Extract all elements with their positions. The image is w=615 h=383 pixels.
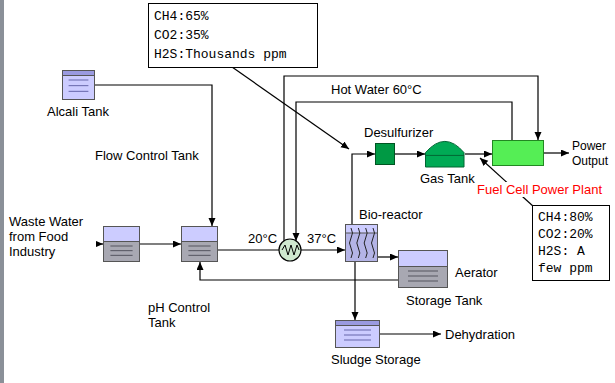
equipment-label: Storage Tank	[405, 293, 483, 308]
bio-shape	[345, 224, 378, 262]
tank-shape	[62, 70, 95, 100]
flow-connector	[140, 243, 181, 244]
gas-shape	[425, 140, 465, 168]
flow-connector	[354, 262, 355, 320]
source-label: Waste Water from Food Industry	[8, 214, 96, 259]
power-arrow	[544, 152, 569, 153]
tank-icon: Storage Tank	[398, 250, 448, 288]
equipment-label: Alcali Tank	[46, 104, 110, 119]
tank-shape	[335, 320, 380, 348]
temperature-label: 20°C	[247, 231, 278, 246]
equipment-label: Aerator	[454, 265, 499, 280]
desulfurizer-icon: Desulfurizer	[375, 143, 395, 165]
info-line: CH4:80%	[538, 209, 604, 226]
info-line: CO2:20%	[538, 226, 604, 243]
output-label: Power Output	[571, 139, 615, 169]
flow-connector	[395, 153, 425, 154]
tank-icon: Flow Control Tank	[103, 226, 140, 262]
info-box: CH4:65%CO2:35%H2S:Thousands ppm	[148, 3, 318, 68]
tank2-shape	[181, 226, 218, 262]
reactor-icon: Bio-reactor	[345, 224, 378, 262]
callout-leader	[232, 67, 349, 149]
gas-tank-icon: Gas Tank	[425, 140, 465, 168]
fuel-shape	[492, 140, 544, 166]
hot-water-supply-line	[296, 102, 512, 241]
photo-strip	[0, 0, 4, 383]
dehydration-arrow	[380, 333, 441, 334]
info-line: H2S:Thousands ppm	[154, 45, 312, 64]
temperature-label: 37°C	[306, 231, 337, 246]
flow-connector	[378, 256, 398, 257]
tank-icon: pH Control Tank	[181, 226, 218, 262]
flow-label: Hot Water 60°C	[330, 82, 423, 97]
output-label: Dehydration	[444, 327, 516, 342]
equipment-label: Flow Control Tank	[94, 148, 200, 163]
tank2-shape	[103, 226, 140, 262]
info-box: CH4:80%CO2:20%H2S: A few ppm	[532, 205, 610, 281]
flow-connector	[95, 85, 212, 226]
tank2-shape	[398, 250, 448, 288]
tank-icon: Sludge Storage	[335, 320, 380, 348]
desulf-shape	[375, 143, 395, 165]
fuel-cell-icon: Fuel Cell Power Plant	[492, 140, 544, 166]
equipment-label: Sludge Storage	[330, 352, 422, 367]
flow-connector	[200, 262, 398, 280]
flow-connector	[465, 153, 492, 154]
info-line: CH4:65%	[154, 7, 312, 26]
tank-icon: Alcali Tank	[62, 70, 95, 100]
info-line: CO2:35%	[154, 26, 312, 45]
equipment-label: Desulfurizer	[363, 125, 434, 140]
equipment-label: pH Control Tank	[147, 300, 215, 330]
equipment-label: Bio-reactor	[358, 207, 424, 222]
equipment-label: Gas Tank	[419, 171, 476, 186]
info-line: H2S: A few ppm	[538, 243, 604, 277]
equipment-label: Fuel Cell Power Plant	[476, 182, 603, 197]
heat-exchanger-symbol	[279, 239, 301, 261]
